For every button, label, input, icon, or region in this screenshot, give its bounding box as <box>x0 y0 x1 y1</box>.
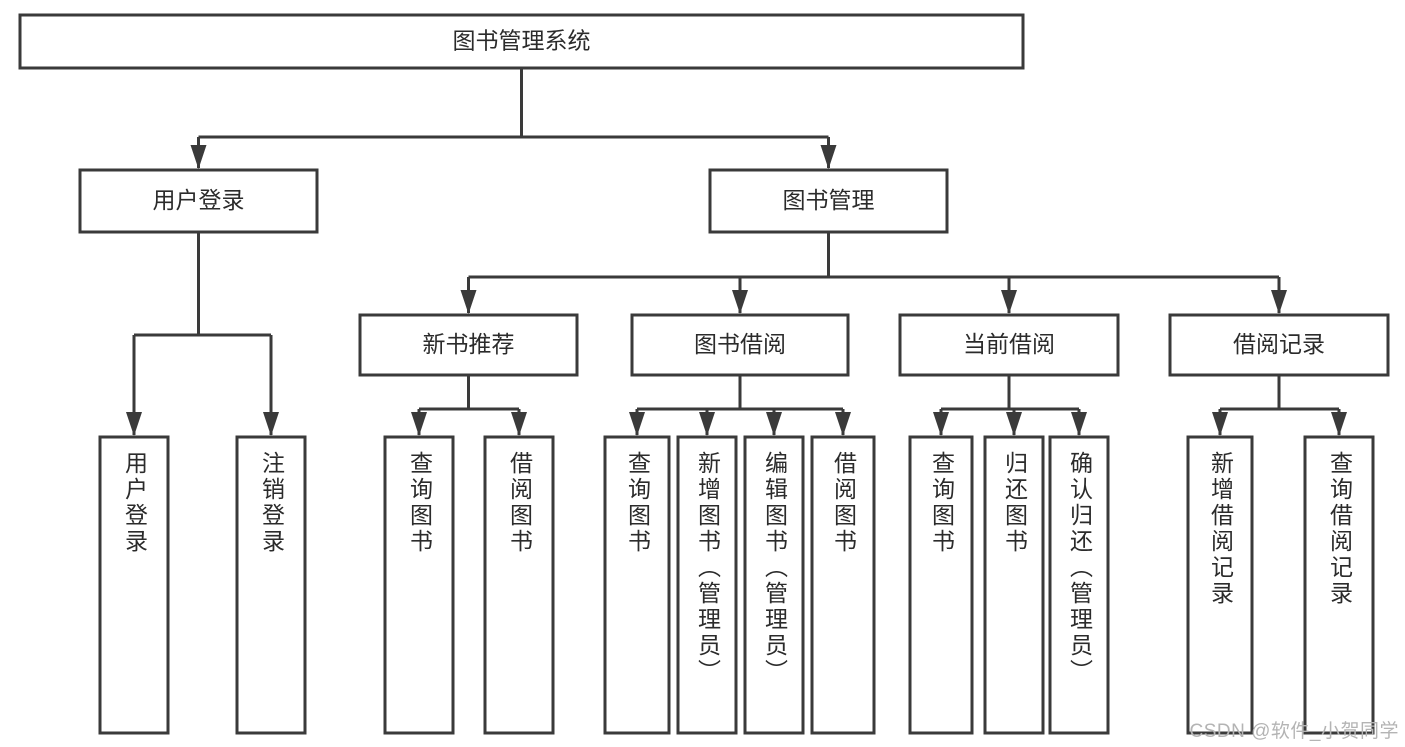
arrow-g0-to-leaf-0 <box>411 412 427 436</box>
arrow-g3-to-leaf-1 <box>1331 412 1347 436</box>
node-label-level3-1: 图书借阅 <box>694 331 786 357</box>
node-box-leaf-4[interactable] <box>603 435 671 735</box>
node-box-leaf-1[interactable] <box>235 435 307 735</box>
node-box-leaf-2[interactable] <box>383 435 455 735</box>
arrow-user-to-leaf-1 <box>263 412 279 436</box>
arrow-manage-to-level3-3 <box>1271 290 1287 314</box>
node-box-leaf-3[interactable] <box>483 435 555 735</box>
boxes-layer <box>18 13 1390 735</box>
node-box-leaf-0[interactable] <box>98 435 170 735</box>
node-label-level3-3: 借阅记录 <box>1233 331 1325 357</box>
node-label-root: 图书管理系统 <box>453 28 591 54</box>
node-box-leaf-7[interactable] <box>810 435 876 735</box>
node-box-level3-0[interactable] <box>358 313 579 377</box>
arrow-manage-to-level3-2 <box>1001 290 1017 314</box>
node-box-leaf-5[interactable] <box>676 435 738 735</box>
node-box-leaf-11[interactable] <box>1186 435 1254 735</box>
arrow-g2-to-leaf-0 <box>933 412 949 436</box>
connectors-layer <box>126 68 1347 436</box>
node-box-level2-1[interactable] <box>708 168 949 234</box>
node-label-level2-1: 图书管理 <box>783 187 875 213</box>
arrow-root-to-level2-1 <box>820 145 837 169</box>
node-box-level3-3[interactable] <box>1168 313 1390 377</box>
arrow-root-to-level2-0 <box>190 145 207 169</box>
node-box-leaf-9[interactable] <box>983 435 1045 735</box>
node-box-leaf-8[interactable] <box>908 435 974 735</box>
arrow-g1-to-leaf-2 <box>766 412 782 436</box>
node-box-leaf-10[interactable] <box>1048 435 1110 735</box>
arrow-g1-to-leaf-1 <box>699 412 715 436</box>
node-label-level3-0: 新书推荐 <box>423 331 515 357</box>
arrow-g2-to-leaf-2 <box>1071 412 1087 436</box>
node-box-level2-0[interactable] <box>78 168 319 234</box>
csdn-watermark: CSDN @软件_小贺同学 <box>1189 721 1399 742</box>
node-label-level2-0: 用户登录 <box>153 187 245 213</box>
node-box-leaf-12[interactable] <box>1303 435 1375 735</box>
node-box-root[interactable] <box>18 13 1025 70</box>
node-box-leaf-6[interactable] <box>743 435 805 735</box>
arrow-manage-to-level3-1 <box>732 290 748 314</box>
arrow-g0-to-leaf-1 <box>511 412 527 436</box>
node-box-level3-1[interactable] <box>630 313 850 377</box>
arrow-g1-to-leaf-0 <box>629 412 645 436</box>
arrow-g2-to-leaf-1 <box>1006 412 1022 436</box>
arrow-manage-to-level3-0 <box>460 290 477 314</box>
arrow-user-to-leaf-0 <box>126 412 142 436</box>
arrow-g3-to-leaf-0 <box>1212 412 1228 436</box>
arrow-g1-to-leaf-3 <box>835 412 851 436</box>
node-label-level3-2: 当前借阅 <box>963 331 1055 357</box>
node-box-level3-2[interactable] <box>898 313 1120 377</box>
